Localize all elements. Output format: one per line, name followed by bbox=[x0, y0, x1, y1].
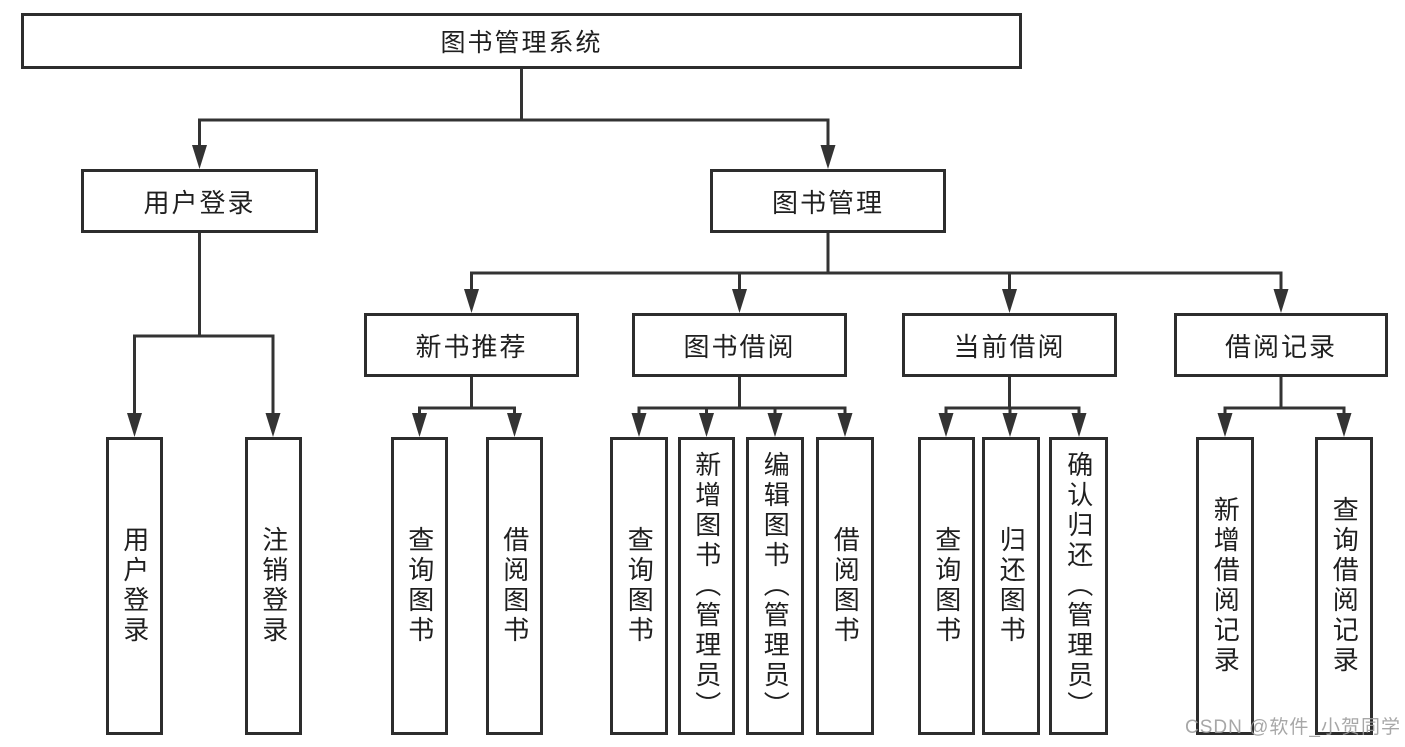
leaf-node-label: 编辑图书（管理员） bbox=[760, 451, 791, 721]
leaf-node-return-books: 归还图书 bbox=[982, 437, 1040, 735]
csdn-watermark: CSDN @软件_小贺同学 bbox=[1185, 717, 1401, 738]
branch-node-label: 用户登录 bbox=[143, 187, 256, 218]
leaf-node-query-borrow-record: 查询借阅记录 bbox=[1315, 437, 1373, 735]
module-node-borrowing-records: 借阅记录 bbox=[1174, 313, 1388, 377]
module-node-book-borrowing: 图书借阅 bbox=[632, 313, 847, 377]
module-node-label: 图书借阅 bbox=[683, 331, 796, 362]
leaf-node-query-books-borrow: 查询图书 bbox=[610, 437, 668, 735]
leaf-node-label: 归还图书 bbox=[996, 526, 1027, 646]
leaf-node-label: 借阅图书 bbox=[830, 526, 861, 646]
module-node-label: 借阅记录 bbox=[1224, 331, 1337, 362]
leaf-node-query-books-current: 查询图书 bbox=[918, 437, 975, 735]
leaf-node-borrow-books: 借阅图书 bbox=[816, 437, 874, 735]
root-node-label: 图书管理系统 bbox=[440, 29, 603, 57]
leaf-node-label: 查询图书 bbox=[624, 526, 655, 646]
leaf-node-label: 查询借阅记录 bbox=[1329, 496, 1360, 676]
module-node-label: 新书推荐 bbox=[415, 331, 528, 362]
leaf-node-label: 查询图书 bbox=[931, 526, 962, 646]
leaf-node-label: 新增借阅记录 bbox=[1210, 496, 1241, 676]
leaf-node-borrow-books-recommend: 借阅图书 bbox=[486, 437, 543, 735]
leaf-node-add-books-admin: 新增图书（管理员） bbox=[678, 437, 735, 735]
leaf-node-query-books-recommend: 查询图书 bbox=[391, 437, 448, 735]
module-node-new-book-recommend: 新书推荐 bbox=[364, 313, 579, 377]
leaf-node-label: 借阅图书 bbox=[499, 526, 530, 646]
root-node-library-system: 图书管理系统 bbox=[21, 13, 1022, 69]
leaf-node-label: 注销登录 bbox=[258, 526, 289, 646]
leaf-node-label: 确认归还（管理员） bbox=[1063, 451, 1094, 721]
module-node-current-borrowing: 当前借阅 bbox=[902, 313, 1117, 377]
branch-node-user-login: 用户登录 bbox=[81, 169, 318, 233]
leaf-node-confirm-return-admin: 确认归还（管理员） bbox=[1049, 437, 1108, 735]
leaf-node-logout: 注销登录 bbox=[245, 437, 302, 735]
leaf-node-edit-books-admin: 编辑图书（管理员） bbox=[746, 437, 804, 735]
leaf-node-user-login: 用户登录 bbox=[106, 437, 163, 735]
leaf-node-label: 新增图书（管理员） bbox=[691, 451, 722, 721]
module-node-label: 当前借阅 bbox=[953, 331, 1066, 362]
branch-node-book-management: 图书管理 bbox=[710, 169, 946, 233]
leaf-node-label: 用户登录 bbox=[119, 526, 150, 646]
leaf-node-add-borrow-record: 新增借阅记录 bbox=[1196, 437, 1254, 735]
branch-node-label: 图书管理 bbox=[771, 187, 884, 218]
leaf-node-label: 查询图书 bbox=[404, 526, 435, 646]
